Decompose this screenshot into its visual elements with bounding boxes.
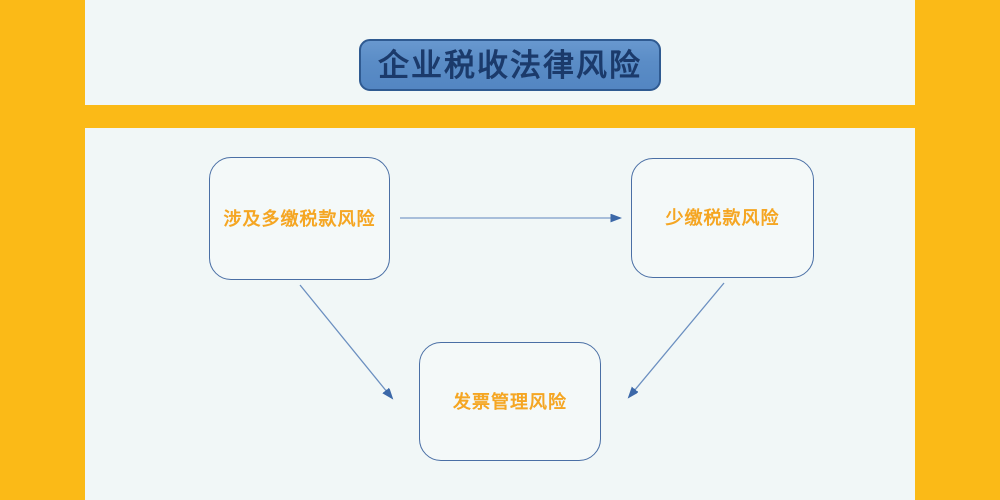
node-overpay-tax-risk[interactable]: 涉及多缴税款风险	[209, 157, 390, 280]
right-yellow-band	[915, 0, 1000, 500]
left-yellow-band	[0, 0, 85, 500]
title-banner: 企业税收法律风险	[359, 39, 661, 91]
node-overpay-label: 涉及多缴税款风险	[223, 208, 376, 229]
horizontal-yellow-divider	[85, 105, 915, 128]
node-invoice-management-risk[interactable]: 发票管理风险	[419, 342, 601, 461]
node-underpay-label: 少缴税款风险	[665, 208, 780, 228]
node-underpay-tax-risk[interactable]: 少缴税款风险	[631, 158, 814, 278]
node-invoice-label: 发票管理风险	[453, 391, 567, 412]
page-title: 企业税收法律风险	[378, 47, 642, 83]
